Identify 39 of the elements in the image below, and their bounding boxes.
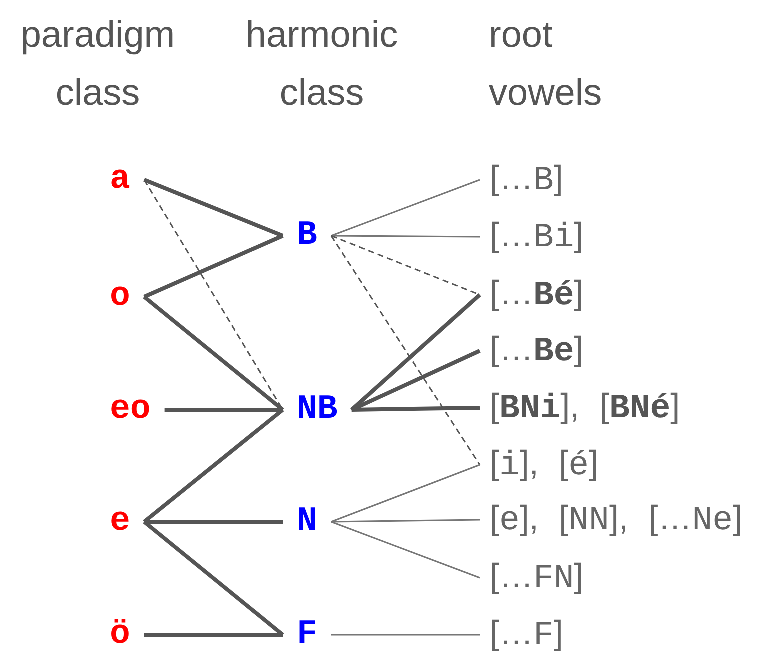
root-vowel-pattern: […Bi] [480, 214, 594, 260]
root-vowel-pattern: […Be] [480, 328, 594, 374]
connector-line [143, 408, 284, 524]
connector-line [350, 294, 482, 412]
connector-line [331, 464, 480, 523]
harmonic-class-label: B [283, 214, 332, 258]
root-vowel-pattern: […B] [480, 156, 574, 204]
connector-line [350, 349, 481, 412]
connector-line [331, 519, 480, 523]
column-heading: paradigm class [20, 13, 176, 115]
paradigm-class-label: e [96, 500, 144, 544]
root-vowel-pattern: […F] [480, 612, 574, 658]
connector-line [144, 520, 283, 524]
connector-line [331, 235, 480, 238]
column-heading: root vowels [489, 13, 604, 115]
root-vowel-pattern: […FN] [480, 554, 594, 602]
connector-line [331, 634, 480, 636]
harmonic-class-label: NB [283, 388, 352, 432]
connector-line [143, 295, 284, 412]
connector-line [352, 406, 480, 412]
harmonic-class-label: N [283, 500, 332, 544]
root-vowel-pattern: [BNi], [BNé] [480, 384, 690, 432]
connector-line [331, 521, 480, 579]
harmonic-class-label: F [283, 613, 332, 657]
column-heading: harmonic class [244, 13, 400, 115]
root-vowel-pattern: [e], [NN], […Ne] [480, 496, 752, 544]
connector-line [331, 179, 480, 237]
paradigm-class-label: ö [96, 613, 144, 657]
connector-line [144, 633, 283, 637]
connector-line [144, 178, 284, 238]
connector-line [143, 520, 284, 637]
root-vowel-pattern: [i], [é] [480, 442, 608, 488]
paradigm-class-label: eo [96, 388, 165, 432]
root-vowel-pattern: […Bé] [480, 272, 594, 318]
paradigm-class-label: a [96, 158, 144, 202]
paradigm-class-label: o [96, 275, 144, 319]
connector-line [144, 234, 284, 299]
dashed-connector [330, 236, 481, 466]
connector-line [164, 408, 283, 412]
